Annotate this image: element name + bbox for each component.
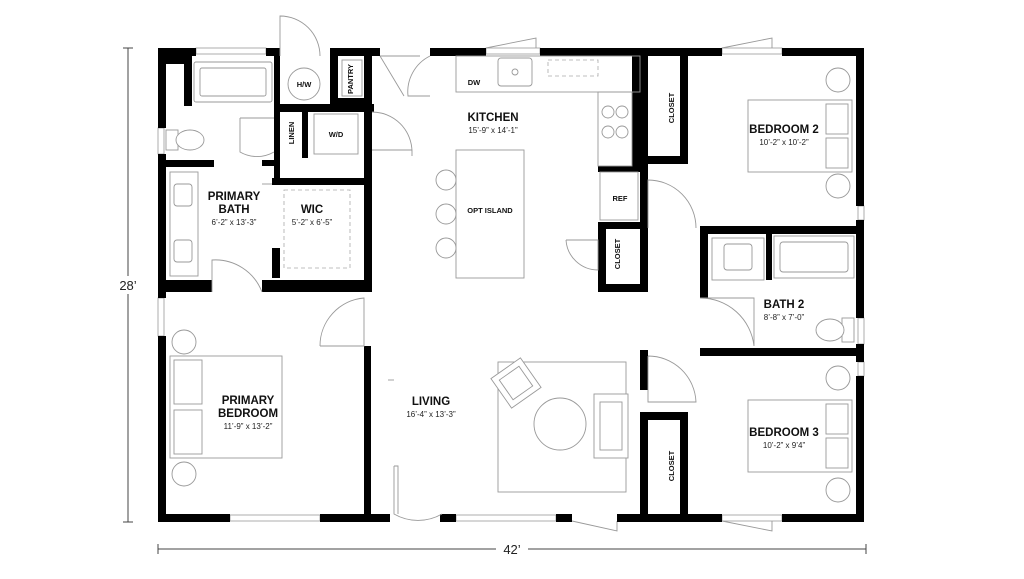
- primary-bath-size: 6’-2” x 13’-3”: [212, 218, 257, 227]
- primary-bath-name-line1: PRIMARY: [208, 191, 261, 203]
- height-dimension-line: [112, 47, 144, 523]
- ref-label: REF: [613, 194, 628, 203]
- bath2-name: BATH 2: [764, 299, 805, 311]
- primary-bedroom-size: 11’-9” x 13’-2”: [224, 422, 273, 431]
- wd-label: W/D: [329, 130, 344, 139]
- bedroom3-size: 10’-2” x 9’4”: [763, 441, 806, 450]
- wic-name: WIC: [301, 204, 323, 216]
- wic-size: 5’-2” x 6’-5”: [292, 218, 333, 227]
- kitchen-name: KITCHEN: [467, 112, 518, 124]
- linen-label: LINEN: [287, 122, 296, 145]
- opt-island-label: OPT ISLAND: [467, 206, 513, 215]
- dw-label: DW: [468, 78, 481, 87]
- bath2-size: 8’-8” x 7’-0”: [764, 313, 805, 322]
- bedroom2-name: BEDROOM 2: [749, 124, 819, 136]
- walls: [158, 48, 864, 522]
- height-dimension-label: 28’: [119, 278, 136, 293]
- closet-bedroom2-label: CLOSET: [667, 92, 676, 123]
- pantry-label: PANTRY: [346, 64, 355, 94]
- width-dimension-line: [157, 540, 867, 558]
- primary-bath-name-line2: BATH: [218, 204, 249, 216]
- bedroom2-size: 10’-2” x 10’-2”: [759, 138, 809, 147]
- fixtures: [165, 55, 855, 503]
- width-dimension-label: 42’: [503, 542, 520, 557]
- closet-kitchen-label: CLOSET: [613, 238, 622, 269]
- primary-bedroom-name-line2: BEDROOM: [218, 408, 278, 420]
- windows: [157, 37, 865, 532]
- primary-bedroom-name-line1: PRIMARY: [222, 395, 275, 407]
- bedroom3-name: BEDROOM 3: [749, 427, 819, 439]
- living-name: LIVING: [412, 396, 450, 408]
- living-size: 16’-4” x 13’-3”: [406, 410, 456, 419]
- kitchen-size: 15’-9” x 14’-1”: [468, 126, 518, 135]
- doors: [211, 15, 755, 521]
- hw-label: H/W: [297, 80, 313, 89]
- closet-bedroom3-label: CLOSET: [667, 450, 676, 481]
